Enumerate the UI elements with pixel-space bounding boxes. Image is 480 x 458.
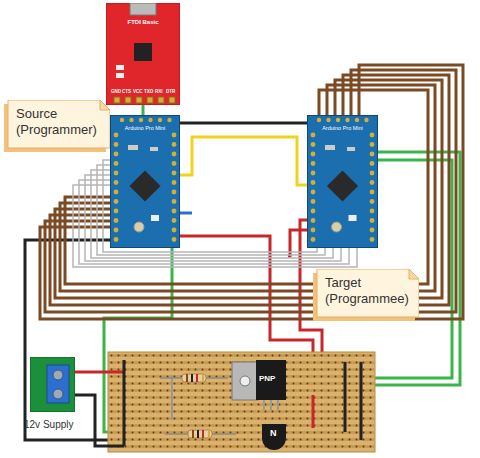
npn-transistor bbox=[262, 424, 286, 450]
resistor-symbol bbox=[160, 374, 228, 382]
arduino-board-art bbox=[307, 115, 378, 248]
board-label: 12v Supply bbox=[24, 419, 73, 430]
callout-text: Source (Programmer) bbox=[4, 100, 110, 146]
wire-connector bbox=[55, 80, 442, 298]
board-label: Arduino Pro Mini bbox=[307, 115, 378, 131]
pin-label: CTS bbox=[122, 89, 131, 94]
callout-text: Target (Programmee) bbox=[313, 269, 419, 315]
wire-connector bbox=[40, 65, 463, 319]
pnp-transistor bbox=[232, 360, 286, 410]
red-wire bbox=[75, 371, 124, 374]
stripboard bbox=[108, 352, 375, 452]
wire-connector bbox=[60, 85, 435, 291]
pin-label: RXI bbox=[155, 89, 163, 94]
callout-note: Source (Programmer) bbox=[4, 100, 110, 152]
wire-connector bbox=[180, 122, 307, 125]
pin-label: VCC bbox=[133, 89, 143, 94]
wire-connector bbox=[180, 137, 307, 185]
resistor-symbol bbox=[165, 430, 236, 438]
red-wire bbox=[312, 395, 315, 428]
part-label: N bbox=[270, 428, 277, 438]
arduino-board: Arduino Pro Mini bbox=[307, 115, 378, 248]
jumper-wire bbox=[123, 360, 126, 446]
wire-connector bbox=[65, 90, 428, 284]
black-wire bbox=[75, 395, 124, 446]
pin-label: GND bbox=[111, 89, 121, 94]
pin-label: DTR bbox=[166, 89, 175, 94]
arduino-board: Arduino Pro Mini bbox=[110, 115, 180, 248]
power-terminal: 12v Supply bbox=[30, 357, 75, 412]
jumper-wire bbox=[360, 362, 363, 440]
grey-wire bbox=[171, 375, 173, 420]
board-label: FTDI Basic bbox=[106, 3, 180, 25]
stripboard-holes bbox=[108, 352, 375, 452]
pin-label: TXO bbox=[144, 89, 153, 94]
wire-connector bbox=[142, 105, 145, 115]
callout-note: Target (Programmee) bbox=[313, 269, 419, 321]
arduino-board-art bbox=[110, 115, 180, 248]
part-label: PNP bbox=[259, 374, 275, 383]
board-label: Arduino Pro Mini bbox=[110, 115, 180, 131]
jumper-wire bbox=[344, 362, 347, 432]
power-terminal-art bbox=[30, 357, 75, 412]
